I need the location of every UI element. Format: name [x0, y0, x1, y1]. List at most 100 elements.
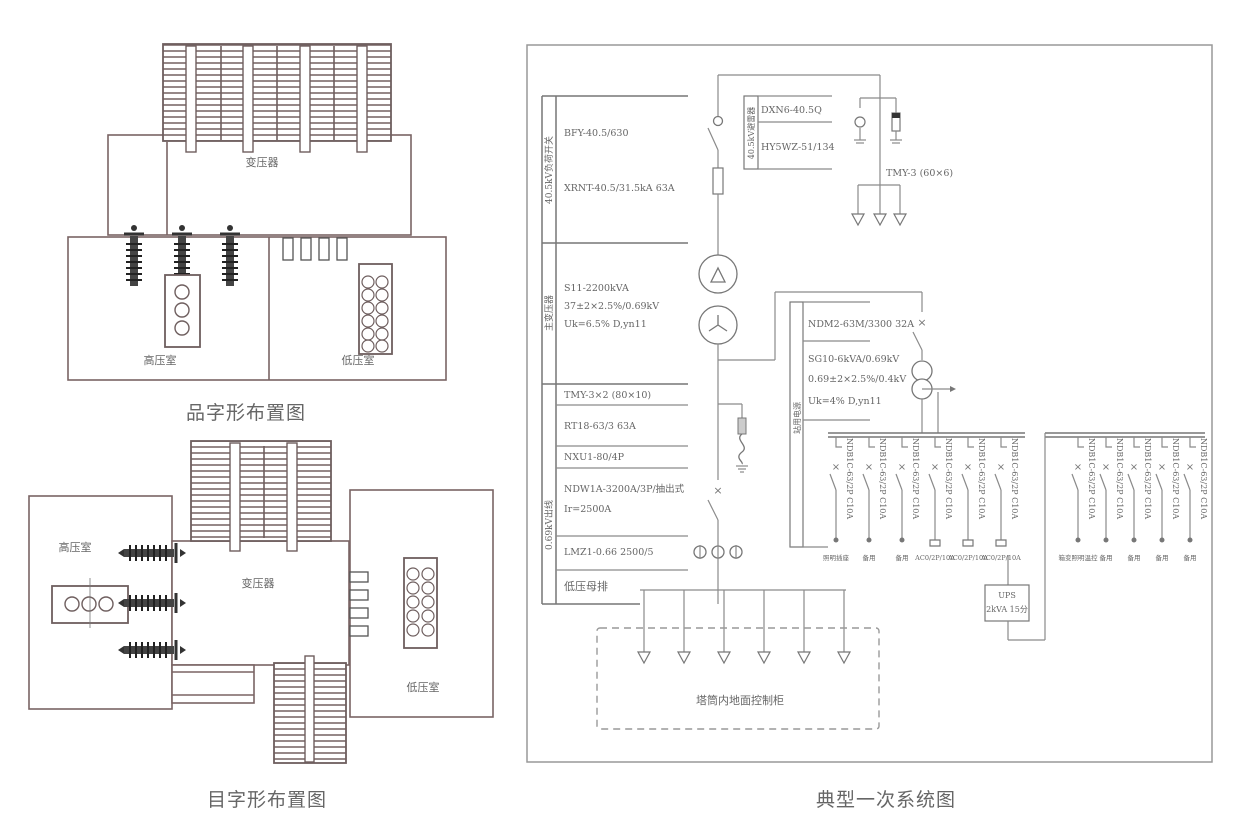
left-feeder: × NDB1C-63/2P C10A AC0/2P/10A — [914, 437, 955, 562]
mu-layout: 高压室 变压器 低压室 — [28, 440, 494, 764]
spec-row: SG10-6kVA/0.69kV — [808, 354, 899, 365]
spec-row: Uk=4% D,yn11 — [808, 396, 882, 407]
terminal-dot-icon — [833, 537, 839, 543]
feeder-load-label: 备用 — [896, 553, 909, 562]
group-label: 站用电源 — [792, 402, 802, 434]
spec-table: 40.5kV负荷开关 BFY-40.5/630 XRNT-40.5/31.5kA… — [541, 95, 688, 605]
terminal-dot-icon — [1103, 537, 1109, 543]
feeder-load-label: 箱变照明温控 — [1059, 553, 1099, 562]
breaker-x-icon: × — [832, 462, 840, 473]
outgoing-feeder — [836, 590, 852, 665]
pin-layout-caption: 品字形布置图 — [186, 402, 307, 424]
transformer-delta-icon — [698, 254, 738, 294]
arrow-down-icon — [796, 651, 812, 665]
socket-icon — [995, 539, 1007, 547]
aux-transformer-icon — [911, 360, 933, 382]
mu-transformer-label: 变压器 — [242, 576, 275, 590]
breaker-x-icon: × — [865, 462, 873, 473]
group-label: 40.5kV避雷器 — [746, 107, 756, 159]
aux-power: 站用电源 NDM2-63M/3300 32A SG10-6kVA/0.69kV … — [718, 291, 1205, 640]
feeder-breaker-label: NDB1C-63/2P C10A — [878, 438, 887, 519]
feeder-load-label: 照明插座 — [823, 553, 850, 562]
fuse-icon — [712, 167, 724, 195]
ups-rating: 2kVA 15分 — [986, 605, 1028, 614]
breaker-x-icon: × — [931, 462, 939, 473]
pin-transformer-label: 变压器 — [246, 155, 279, 169]
breaker-x-icon: × — [917, 316, 926, 329]
feeder-load-label: AC0/2P/10A — [914, 554, 955, 562]
breaker-x-icon: × — [1158, 462, 1166, 473]
arrow-down-icon — [636, 651, 652, 665]
arrow-down-icon — [756, 651, 772, 665]
spec-row: RT18-63/3 63A — [564, 421, 636, 432]
terminal-dot-icon — [1159, 537, 1165, 543]
feeder-breaker-label: NDB1C-63/2P C10A — [1010, 438, 1019, 519]
feeder-load-label: AC0/2P/10A — [980, 554, 1021, 562]
mu-radiator-top — [190, 440, 332, 542]
spec-row: BFY-40.5/630 — [564, 128, 629, 139]
feeder-breaker-label: NDB1C-63/2P C10A — [1115, 438, 1124, 519]
breaker-x-icon: × — [1186, 462, 1194, 473]
arrow-down-icon — [676, 651, 692, 665]
group-label: 主变压器 — [543, 295, 555, 331]
mu-lv-room-label: 低压室 — [407, 680, 440, 694]
terminal-dot-icon — [899, 537, 905, 543]
busbar-label: TMY-3 (60×6) — [886, 168, 953, 179]
breaker-x-icon: × — [964, 462, 972, 473]
breaker-x-icon: × — [1074, 462, 1082, 473]
left-feeder: × NDB1C-63/2P C10A AC0/2P/10A — [980, 437, 1021, 562]
arrow-down-icon — [836, 651, 852, 665]
feeder-load-label: 备用 — [1128, 553, 1141, 562]
pin-lv-room-label: 低压室 — [342, 353, 375, 367]
feeder-breaker-label: NDB1C-63/2P C10A — [944, 438, 953, 519]
breaker-x-icon: × — [1102, 462, 1110, 473]
left-feeder: × NDB1C-63/2P C10A 备用 — [862, 437, 887, 562]
feeder-breaker-label: NDB1C-63/2P C10A — [977, 438, 986, 519]
spec-row: 37±2×2.5%/0.69kV — [564, 301, 659, 312]
spec-row: NXU1-80/4P — [564, 452, 625, 463]
spec-row: Ir=2500A — [564, 504, 611, 515]
feeder-load-label: 备用 — [863, 553, 876, 562]
arrester-table: 40.5kV避雷器 DXN6-40.5Q HY5WZ-51/134 TMY-3 … — [743, 75, 953, 226]
mu-hv-room-label: 高压室 — [59, 540, 92, 554]
indicator-icon — [854, 116, 866, 128]
feeder-load-label: AC0/2P/10A — [947, 554, 988, 562]
feeder-load-label: 备用 — [1156, 553, 1169, 562]
tower-control-cabinet — [596, 627, 880, 730]
tower-cabinet-label: 塔筒内地面控制柜 — [696, 693, 784, 707]
fuse-icon — [737, 417, 747, 435]
spec-row: S11-2200kVA — [564, 283, 629, 294]
feeder-breaker-label: NDB1C-63/2P C10A — [845, 438, 854, 519]
feeder-breaker-label: NDB1C-63/2P C10A — [1143, 438, 1152, 519]
ups-block: UPS 2kVA 15分 — [984, 555, 1045, 641]
terminal-dot-icon — [866, 537, 872, 543]
spec-row: LMZ1-0.66 2500/5 — [564, 547, 654, 558]
single-line-diagram: 40.5kV负荷开关 BFY-40.5/630 XRNT-40.5/31.5kA… — [526, 44, 1213, 763]
right-feeder: × NDB1C-63/2P C10A 备用 — [1099, 437, 1124, 562]
group-label: 40.5kV负荷开关 — [543, 136, 555, 204]
feeder-load-label: 备用 — [1184, 553, 1197, 562]
pin-layout: 变压器 高压室 低压室 — [67, 43, 447, 381]
arrow-down-icon — [716, 651, 732, 665]
spec-row: TMY-3×2 (80×10) — [564, 390, 651, 401]
feeder-load-label: 备用 — [1100, 553, 1113, 562]
outgoing-feeders — [636, 590, 852, 665]
spec-row: 0.69±2×2.5%/0.4kV — [808, 374, 906, 385]
ups-name: UPS — [998, 591, 1016, 600]
mu-lv-terminal-block — [403, 557, 438, 649]
mu-cable-trench — [171, 664, 255, 704]
ups-box — [984, 584, 1030, 622]
terminal-dot-icon — [1075, 537, 1081, 543]
spec-row: HY5WZ-51/134 — [761, 142, 835, 153]
breaker-x-icon: × — [997, 462, 1005, 473]
pin-hv-room-label: 高压室 — [144, 353, 177, 367]
spec-row: NDM2-63M/3300 32A — [808, 319, 914, 330]
spec-row: XRNT-40.5/31.5kA 63A — [564, 183, 675, 194]
breaker-x-icon: × — [1130, 462, 1138, 473]
